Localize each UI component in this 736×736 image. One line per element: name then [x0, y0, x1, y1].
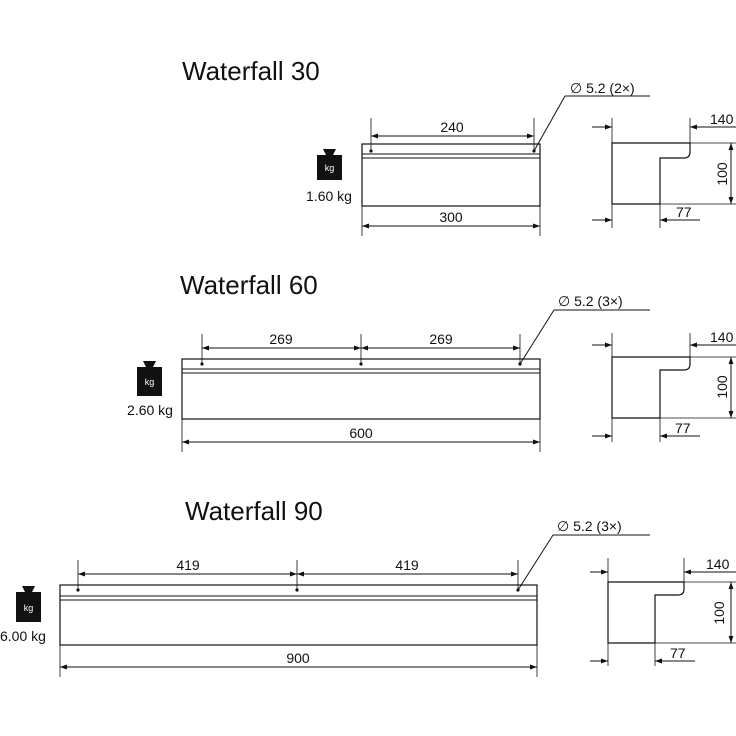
hole-spacing-dimension: 419 — [395, 557, 419, 573]
profile-height-dimension: 100 — [711, 601, 727, 625]
product-title: Waterfall 60 — [180, 270, 318, 300]
length-dimension: 600 — [349, 425, 373, 441]
waterfall-30-section: Waterfall 30 kg 1.60 kg 240 300 ∅ 5.2 (2… — [182, 56, 736, 236]
length-dimension: 900 — [286, 650, 310, 666]
product-title: Waterfall 30 — [182, 56, 320, 86]
hole-spacing-dimension: 269 — [429, 331, 453, 347]
hole-callout: ∅ 5.2 (3×) — [557, 518, 622, 534]
profile-lip-dimension: 77 — [676, 204, 692, 220]
side-profile-view: 140 100 77 — [592, 329, 736, 442]
weight-label: 6.00 kg — [0, 628, 46, 644]
profile-depth-dimension: 140 — [710, 111, 734, 127]
hole-callout: ∅ 5.2 (2×) — [570, 80, 635, 96]
weight-icon: kg — [137, 361, 162, 396]
profile-lip-dimension: 77 — [675, 420, 691, 436]
weight-label: 2.60 kg — [127, 402, 173, 418]
profile-depth-dimension: 140 — [710, 329, 734, 345]
waterfall-90-section: Waterfall 90 kg 6.00 kg 419 419 900 ∅ 5.… — [0, 496, 736, 677]
profile-lip-dimension: 77 — [670, 645, 686, 661]
hole-callout: ∅ 5.2 (3×) — [558, 293, 623, 309]
profile-depth-dimension: 140 — [706, 556, 730, 572]
hole-spacing-dimension: 240 — [440, 119, 464, 135]
hole-spacing-dimension: 419 — [176, 557, 200, 573]
front-view — [361, 143, 541, 207]
weight-badge-label: kg — [325, 163, 335, 173]
side-profile-view: 140 100 77 — [592, 111, 736, 228]
weight-badge-label: kg — [145, 377, 155, 387]
product-title: Waterfall 90 — [185, 496, 323, 526]
front-view — [59, 584, 538, 646]
profile-height-dimension: 100 — [714, 162, 730, 186]
weight-icon: kg — [16, 586, 41, 622]
length-dimension: 300 — [439, 209, 463, 225]
weight-label: 1.60 kg — [306, 188, 352, 204]
weight-badge-label: kg — [24, 603, 34, 613]
waterfall-60-section: Waterfall 60 kg 2.60 kg 269 269 600 ∅ 5.… — [127, 270, 736, 452]
side-profile-view: 140 100 77 — [590, 556, 736, 666]
profile-height-dimension: 100 — [714, 375, 730, 399]
front-view — [181, 358, 541, 420]
hole-spacing-dimension: 269 — [269, 331, 293, 347]
weight-icon: kg — [317, 149, 342, 180]
